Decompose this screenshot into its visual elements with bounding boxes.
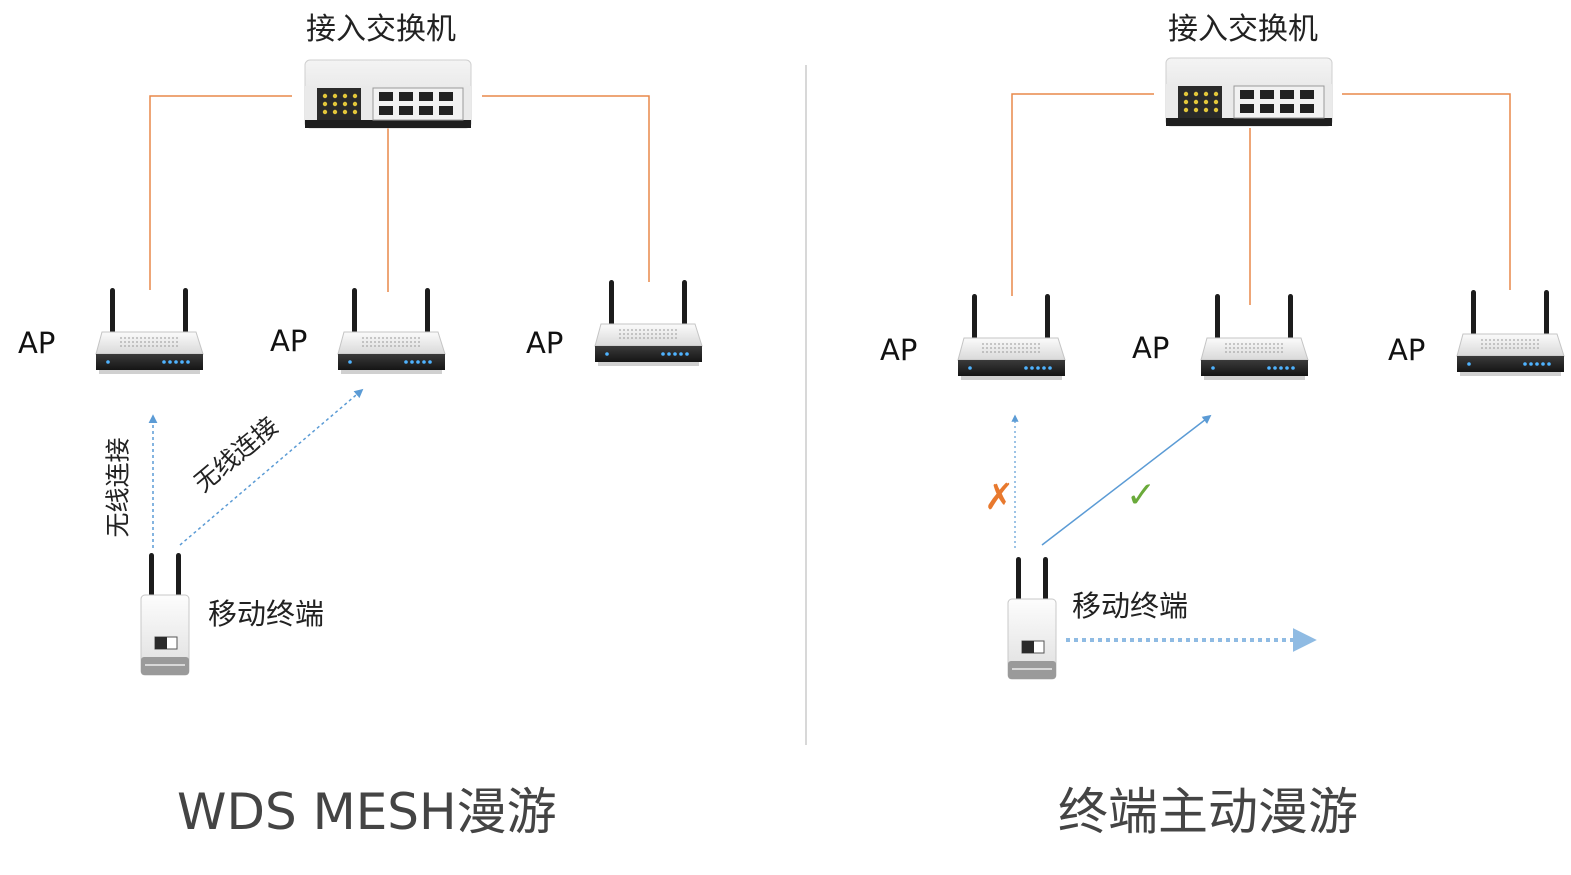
cable-right-ap1 (1011, 93, 1154, 296)
fail-mark-icon: ✗ (984, 477, 1015, 518)
terminal-icon (1007, 556, 1057, 680)
left-cables (149, 95, 650, 292)
terminal-label: 移动终端 (1072, 589, 1189, 623)
terminal-icon (140, 552, 190, 676)
panel-caption: WDS MESH漫游 (177, 783, 557, 841)
ap-label: AP (880, 333, 918, 367)
ap-label: AP (270, 324, 308, 358)
ap-label: AP (1132, 331, 1170, 365)
switch-icon (1165, 57, 1333, 127)
router-icon (95, 287, 204, 375)
right-cables (1011, 93, 1511, 305)
wireless-link-diagonal (179, 388, 364, 546)
switch-label: 接入交换机 (306, 12, 456, 47)
router-icon (1456, 289, 1565, 377)
switch-icon (304, 59, 472, 129)
wireless-link-label: 无线连接 (103, 437, 133, 538)
router-icon (957, 293, 1066, 381)
wireless-link-roamed (1041, 414, 1212, 546)
switch-label: 接入交换机 (1168, 12, 1318, 47)
cable-left-ap1 (149, 95, 292, 290)
router-icon (594, 279, 703, 367)
router-icon (337, 287, 446, 375)
ap-label: AP (1388, 333, 1426, 367)
ap-label: AP (526, 326, 564, 360)
panel-caption: 终端主动漫游 (1058, 783, 1358, 841)
ap-label: AP (18, 326, 56, 360)
right-panel (957, 57, 1565, 680)
router-icon (1200, 293, 1309, 381)
cable-right-ap3 (1342, 93, 1511, 290)
left-panel (95, 59, 703, 676)
ok-mark-icon: ✓ (1126, 475, 1157, 516)
cable-left-ap3 (482, 95, 650, 282)
terminal-label: 移动终端 (208, 597, 325, 631)
